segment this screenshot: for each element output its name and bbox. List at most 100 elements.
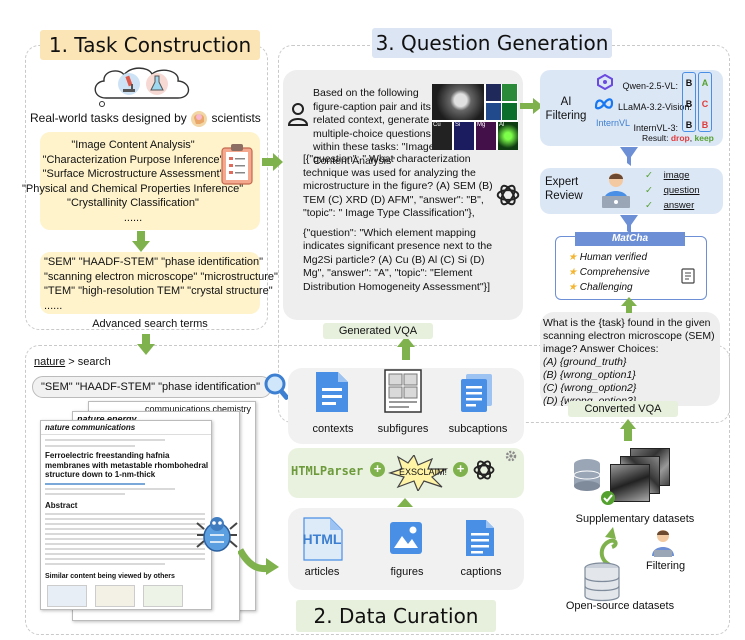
captions-label: captions [460,566,502,578]
htmlparser-label: HTMLParser [291,464,364,478]
term-item: "SEM" "HAADF-STEM" "phase identification… [44,256,264,268]
panel-label-si: Si [455,122,461,128]
star-icon: ★ [568,252,577,263]
matcha-logo: MatCha [575,232,685,246]
journal-title-2: nature energy [77,414,137,424]
right-arrow-to-filter [520,98,543,114]
qwen-icon [597,74,613,90]
matcha-doc-icon [681,268,695,284]
exsclaim-label: EXSCLAIM! [398,467,447,477]
task-item: "Physical and Chemical Properties Infere… [22,182,244,195]
tasks-designed-by-text: Real-world tasks designed by [30,111,187,126]
person-icon [287,103,309,126]
advanced-search-terms-label: Advanced search terms [92,318,208,330]
result-line: Result: drop, keep [642,133,714,143]
exsclaim-logo: EXSCLAIM! [387,453,452,493]
converted-vqa-text: What is the {task} found in the given sc… [543,317,723,408]
paper-front: nature communications Ferroelectric free… [40,420,212,610]
result-keep: keep [694,133,714,143]
matcha-item-row: ★ Human verified [568,250,688,265]
subcaptions-icon [461,374,492,412]
panel-2 [502,84,517,101]
matcha-item-row: ★ Comprehensive [568,265,688,280]
html-file-text: HTML [302,531,342,547]
captions-icon [466,520,494,556]
panel-3 [486,103,501,120]
right-arrow-crawl [238,548,279,575]
panel-7: Mg [476,122,496,150]
answer-column-1: B B B [682,72,696,132]
converted-choice-a: (A) {ground_truth} [543,356,627,368]
sem-sample-stack [606,448,676,508]
review-check-question: question [663,185,700,196]
up-arrow-datasets [620,419,636,441]
sem-main-image [432,84,484,120]
up-arrow-tools [397,498,413,507]
matcha-list: ★ Human verified ★ Comprehensive ★ Chall… [568,250,688,295]
check-icon: ✓ [645,170,653,181]
nature-link[interactable]: nature [34,356,66,368]
answer-llama-2: C [701,99,709,109]
matcha-item-human: Human verified [579,252,648,263]
panel-label-cu: Cu [433,122,441,128]
database-icon [573,459,601,491]
open-source-database-icon [584,562,620,602]
data-curation-title: 2. Data Curation [296,600,496,632]
funnel-icon [620,147,638,166]
similar-content-heading: Similar content being viewed by others [45,573,175,580]
crawler-bug-icon [196,517,238,552]
sem-sample-3 [610,464,650,502]
star-icon: ★ [568,267,577,278]
task-item: "Crystallinity Classification" [67,197,199,209]
curved-up-arrow [599,527,618,567]
term-item: ...... [44,299,63,312]
up-arrow-to-generated [397,336,415,360]
plus-sign-2: + [453,462,468,477]
search-breadcrumb: > search [68,356,111,368]
expert-review-label: Expert Review [545,176,583,202]
magnifier-icon[interactable] [263,372,291,402]
open-source-datasets-label: Open-source datasets [565,600,675,612]
term-item: "TEM" "high-resolution TEM" "crystal str… [44,285,273,297]
journal-title-1: nature communications [41,421,211,435]
clipboard-icon [221,144,253,185]
up-arrow-converted [621,297,637,313]
converted-vqa-box [540,312,720,406]
matcha-item-row: ★ Challenging [568,280,688,295]
panel-5: Cu [432,122,452,150]
expert-laptop-icon [602,173,630,208]
subcaptions-label: subcaptions [448,423,508,435]
filtering-person-icon [652,530,674,557]
search-bar[interactable]: "SEM" "HAADF-STEM" "phase identification… [32,376,272,398]
flask-icon [146,73,168,95]
output-item-1: [{"question": " What characterization te… [303,153,493,219]
openai-icon [473,460,495,480]
generated-output: [{"question": " What characterization te… [303,153,499,294]
result-drop: drop [670,133,690,143]
exsclaim-badge-icon [387,453,449,493]
result-label: Result: [642,133,669,143]
task-item: "Surface Microstructure Assessment" [42,168,224,180]
model-qwen: Qwen-2.5-VL: [622,81,678,91]
review-check-row: ✓ question [645,183,720,198]
term-item: "scanning electron microscope" "microstr… [44,270,278,283]
converted-choice-c: (C) {wrong_option2} [543,382,637,394]
answer-internvl-1: B [685,120,693,130]
ai-filtering-label: AI Filtering [545,96,587,122]
search-terms-list: "SEM" "HAADF-STEM" "phase identification… [44,255,278,313]
down-arrow-1 [132,231,150,252]
contexts-label: contexts [312,423,354,435]
question-generation-title: 3. Question Generation [372,28,612,58]
converted-question: What is the {task} found in the given sc… [543,317,715,355]
review-checklist: ✓ image ✓ question ✓ answer [645,168,720,213]
review-check-row: ✓ image [645,168,720,183]
meta-icon [594,98,614,110]
prompt-text: Based on the following figure-caption pa… [313,87,435,167]
check-badge-icon [601,491,615,505]
html-file-icon: HTML [300,516,344,562]
answer-column-2: A C B [698,72,712,132]
task-construction-title: 1. Task Construction [40,30,260,60]
plus-sign-1: + [370,462,385,477]
output-item-2: {"question": "Which element mapping indi… [303,226,493,293]
articles-label: articles [304,566,340,578]
